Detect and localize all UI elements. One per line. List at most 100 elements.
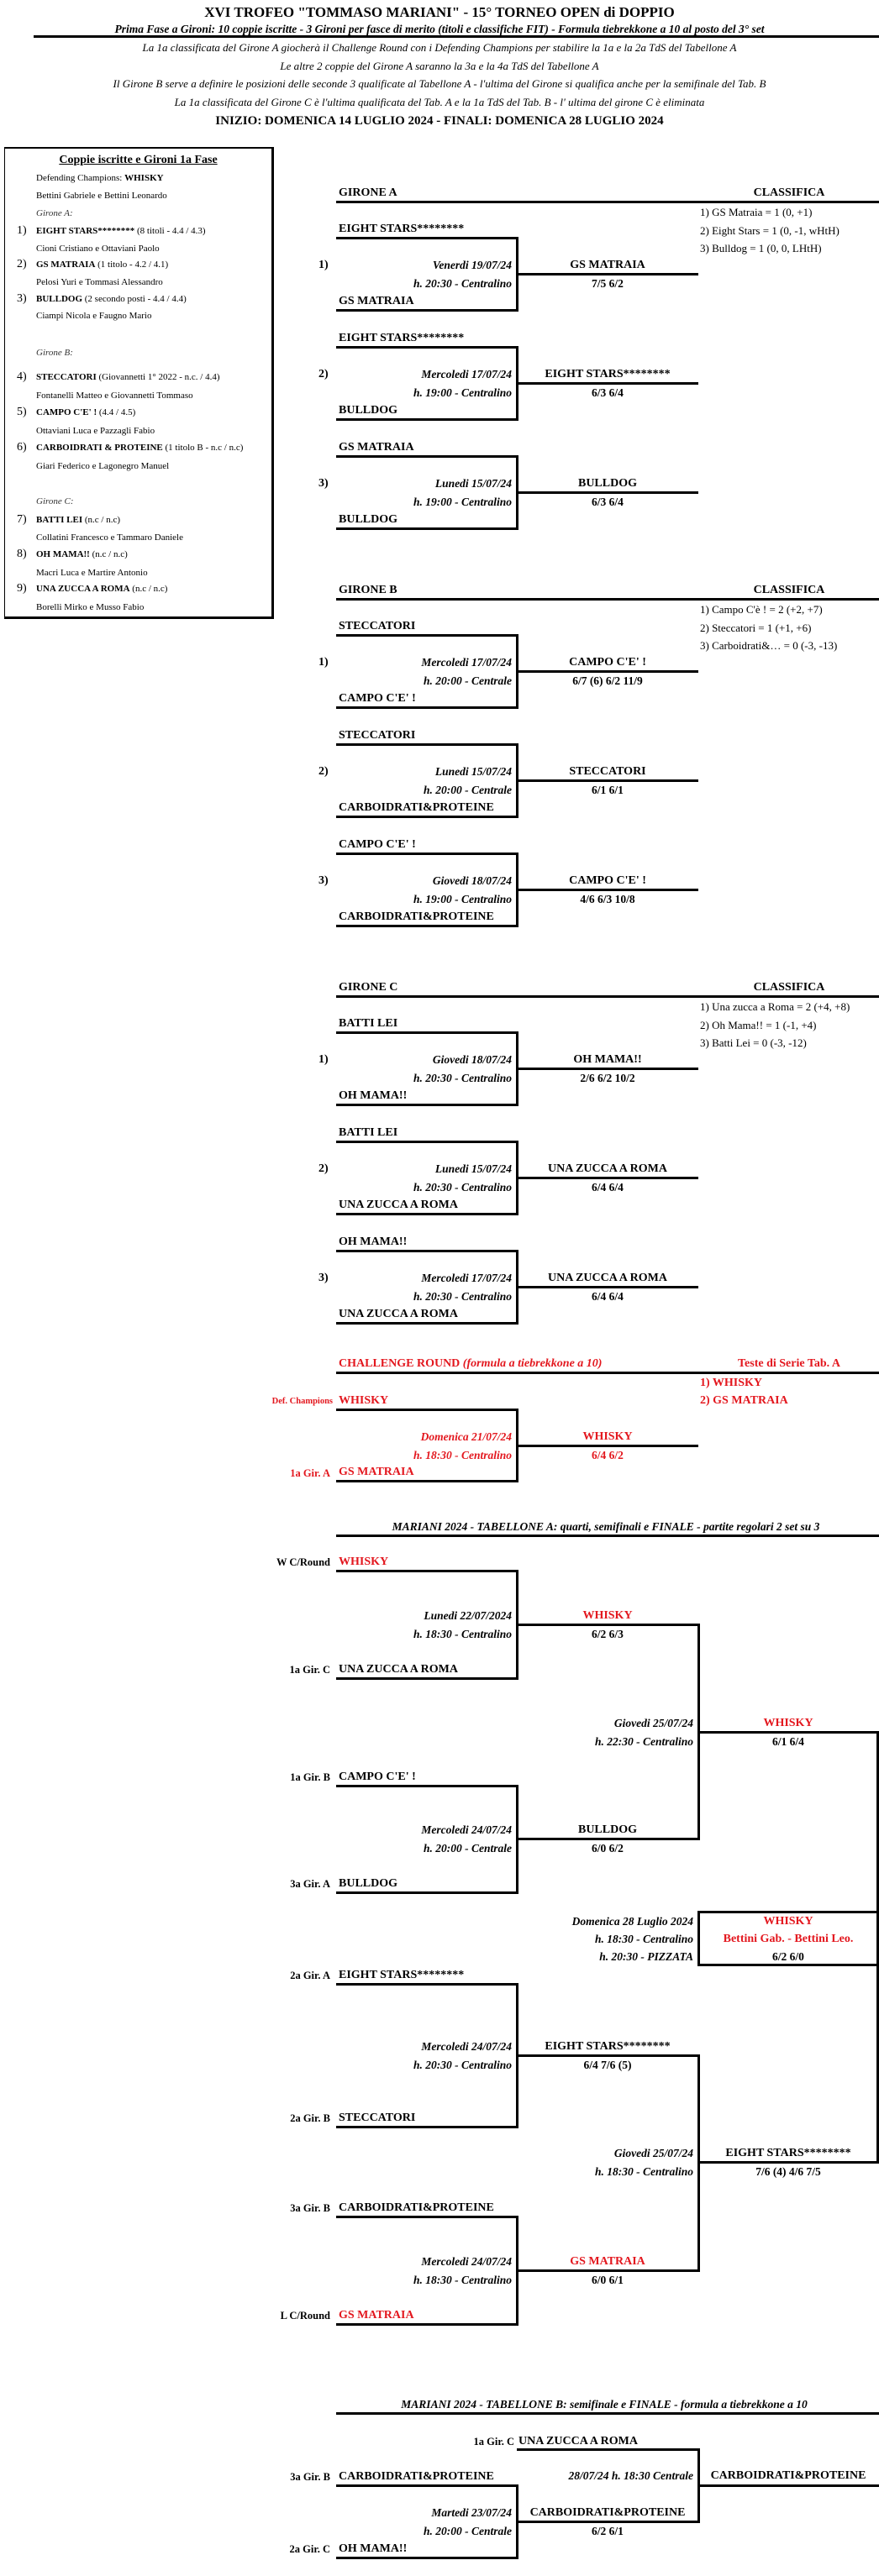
team-players: Macri Luca e Martire Antonio <box>36 568 148 578</box>
bracket-line <box>517 779 698 782</box>
match-score: 6/3 6/4 <box>592 496 624 508</box>
match-time: h. 18:30 - Centralino <box>594 2165 693 2178</box>
bracket-line <box>517 1445 698 1447</box>
rule-note: Le altre 2 coppie del Girone A saranno l… <box>280 60 599 72</box>
bracket-line <box>336 995 879 998</box>
match-time: h. 19:00 - Centralino <box>413 893 512 905</box>
standing-row: 2) Eight Stars = 1 (0, -1, wHtH) <box>700 224 840 237</box>
match-date: Mercoledi 17/07/24 <box>421 368 512 380</box>
bracket-line <box>336 816 517 818</box>
bracket-line <box>698 1911 877 1913</box>
match-time: h. 18:30 - Centralino <box>413 1449 512 1461</box>
bracket-line <box>336 527 517 530</box>
match-date: Mercoledi 24/07/24 <box>421 2255 512 2268</box>
match-score: 6/2 6/3 <box>592 1628 624 1640</box>
bracket-line <box>698 1964 877 1966</box>
bracket-line <box>517 2448 698 2451</box>
seed-number: 8) <box>17 548 27 560</box>
final-date: 28/07/24 h. 18:30 Centrale <box>568 2469 693 2482</box>
seed-row: 1) WHISKY <box>700 1377 763 1389</box>
team-players: Pelosi Yuri e Tommasi Alessandro <box>36 277 163 287</box>
seed-label: 1a Gir. C <box>289 1664 331 1676</box>
team-name: CARBOIDRATI&PROTEINE <box>339 2201 494 2214</box>
final-date: Domenica 28 Luglio 2024 <box>571 1915 693 1928</box>
winner-name: BULLDOG <box>577 1823 637 1836</box>
winner-name: BULLDOG <box>577 477 637 490</box>
team-name: GS MATRAIA <box>339 295 414 307</box>
match-time: h. 18:30 - Centralino <box>413 1628 512 1640</box>
bracket-line <box>517 273 698 275</box>
bracket-line <box>517 1068 698 1070</box>
bracket-line <box>517 670 698 673</box>
header-divider <box>34 35 879 38</box>
bracket-line <box>336 634 517 637</box>
match-date: Giovedi 18/07/24 <box>432 874 512 887</box>
champion-name: WHISKY <box>763 1915 813 1928</box>
standing-row: 3) Batti Lei = 0 (-3, -12) <box>700 1036 807 1049</box>
match-time: h. 20:30 - Centralino <box>413 277 512 290</box>
seed-number: 6) <box>17 441 27 454</box>
seed-label: 1a Gir. A <box>290 1467 330 1479</box>
team-info: (n.c / n.c) <box>89 549 128 559</box>
team-name: CARBOIDRATI&PROTEINE <box>339 910 494 923</box>
champion-players: Bettini Gab. - Bettini Leo. <box>723 1933 854 1945</box>
group-label: Girone C: <box>36 496 74 506</box>
match-time: h. 20:30 - Centralino <box>413 1181 512 1194</box>
bracket-line <box>336 1891 517 1894</box>
match-number: 3) <box>318 1272 329 1284</box>
bracket-line <box>336 309 517 312</box>
match-number: 3) <box>318 874 329 887</box>
bracket-line <box>517 889 698 891</box>
bracket-line <box>336 1372 879 1374</box>
team-players: Giari Federico e Lagonegro Manuel <box>36 461 170 471</box>
team-info: (Giovannetti 1° 2022 - n.c. / 4.4) <box>96 372 220 382</box>
bracket-line <box>336 1570 517 1572</box>
match-date: Lunedi 22/07/2024 <box>424 1609 512 1622</box>
team-entry: EIGHT STARS******** (8 titoli - 4.4 / 4.… <box>36 225 206 237</box>
seed-label: 1a Gir. C <box>473 2436 515 2447</box>
winner-name: WHISKY <box>582 1609 633 1622</box>
team-name: EIGHT STARS******** <box>339 332 465 344</box>
bracket-title: MARIANI 2024 - TABELLONE B: semifinale e… <box>401 2398 808 2411</box>
match-number: 2) <box>318 1162 329 1175</box>
bracket-line <box>517 382 698 385</box>
seed-number: 9) <box>17 582 27 595</box>
bracket-line <box>517 491 698 494</box>
team-players: Cioni Cristiano e Ottaviani Paolo <box>36 244 160 254</box>
team-name: BULLDOG <box>339 404 398 417</box>
bracket-line <box>336 237 517 239</box>
match-date: Giovedi 25/07/24 <box>613 1717 693 1729</box>
entry-row: Bettini Gabriele e Bettini Leonardo <box>36 191 167 201</box>
match-score: 6/1 6/1 <box>592 784 624 796</box>
team-name: EIGHT STARS******** <box>339 1969 465 1981</box>
bracket-line <box>336 598 879 601</box>
bracket-line <box>336 2323 517 2326</box>
standing-row: 1) GS Matraia = 1 (0, +1) <box>700 206 813 218</box>
winner-name: STECCATORI <box>569 765 646 778</box>
match-score: 6/4 6/2 <box>592 1449 624 1461</box>
bracket-line <box>517 2269 698 2272</box>
bracket-line <box>336 1677 517 1680</box>
page-title: XVI TROFEO "TOMMASO MARIANI" - 15° TORNE… <box>204 4 675 20</box>
rule-note: La 1a classificata del Girone C è l'ulti… <box>174 96 705 108</box>
team-name: UNA ZUCCA A ROMA <box>339 1308 458 1320</box>
team-entry: CARBOIDRATI & PROTEINE (1 titolo B - n.c… <box>36 442 243 454</box>
bracket-line <box>517 1177 698 1179</box>
bracket-line <box>517 1286 698 1288</box>
team-name: OH MAMA!! <box>36 549 90 559</box>
match-time: h. 22:30 - Centralino <box>594 1735 693 1748</box>
bracket-line <box>336 1250 517 1252</box>
match-time: h. 19:00 - Centralino <box>413 386 512 399</box>
team-name: OH MAMA!! <box>339 1089 408 1102</box>
team-name: GS MATRAIA <box>339 1466 414 1478</box>
bracket-line <box>336 2126 517 2128</box>
team-name: CAMPO C'E' ! <box>339 838 416 851</box>
team-entry: GS MATRAIA (1 titolo - 4.2 / 4.1) <box>36 259 168 270</box>
match-time: h. 20:30 - Centralino <box>413 1072 512 1084</box>
team-name: UNA ZUCCA A ROMA <box>339 1199 458 1211</box>
match-number: 2) <box>318 765 329 778</box>
team-info: (n.c / n.c) <box>129 584 168 594</box>
standings-title: CLASSIFICA <box>753 186 825 199</box>
team-entry: UNA ZUCCA A ROMA (n.c / n.c) <box>36 583 167 595</box>
seed-label: 2a Gir. B <box>290 2112 330 2124</box>
